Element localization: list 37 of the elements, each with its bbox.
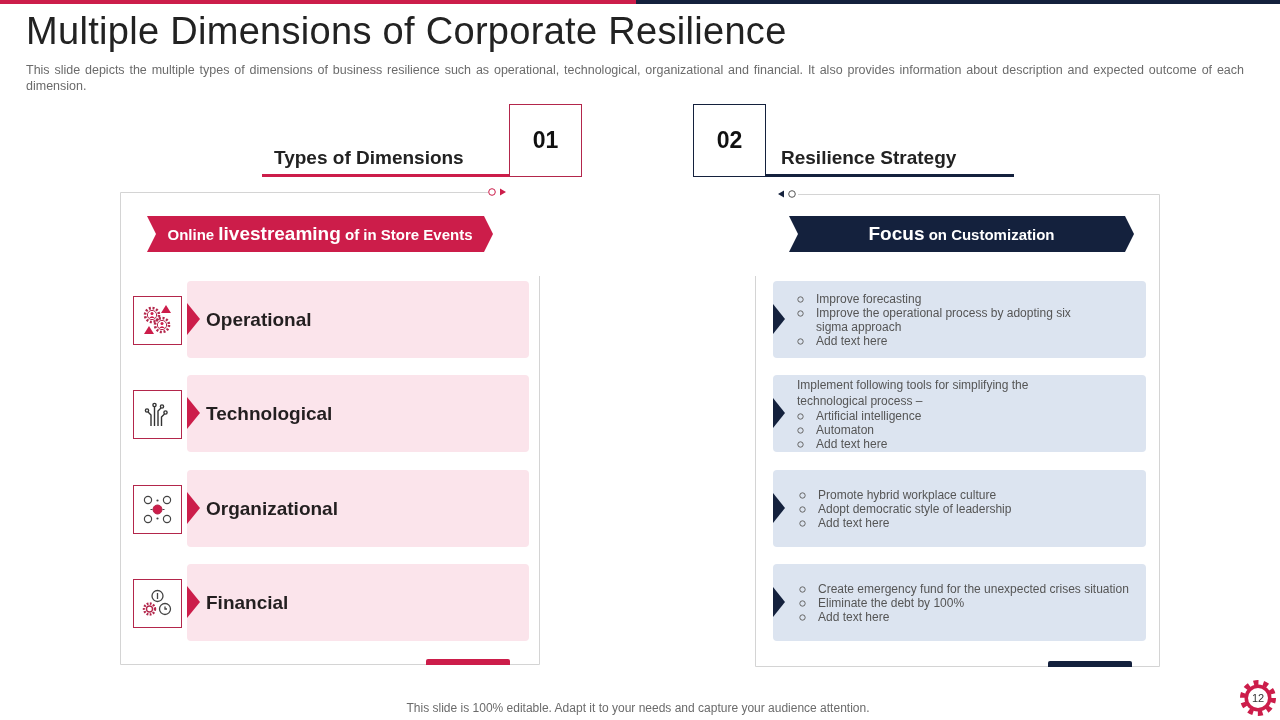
footer-note: This slide is 100% editable. Adapt it to your needs and capture your audience attention. (406, 701, 870, 715)
bullet-text: Eliminate the debt by 100% (818, 595, 965, 610)
dimension-card (187, 375, 529, 452)
bullet-text: Add text here (818, 515, 890, 530)
ribbon-banner (789, 216, 1134, 252)
section-heading: Resilience Strategy (766, 145, 1014, 177)
ribbon-banner (147, 216, 493, 252)
card-paragraph: Implement following tools for simplifying the technological process – (797, 376, 1030, 409)
dimension-card (187, 470, 529, 547)
bullet-text: Promote hybrid workplace culture (818, 487, 997, 502)
bullet-text: Create emergency fund for the unexpected crises situation (818, 581, 1129, 596)
dimension-card (187, 281, 529, 358)
bullet-text: Artificial intelligence (816, 408, 922, 423)
strategy-card (773, 375, 1146, 452)
number-box: 01 (509, 104, 582, 177)
card-title: Technological (206, 402, 333, 425)
bullet-text: Improve forecasting (816, 291, 922, 306)
page-number-gear (1240, 680, 1276, 716)
slide-title: Multiple Dimensions of Corporate Resilience (26, 9, 787, 54)
strategy-card (773, 281, 1146, 358)
bullet-text: Add text here (816, 333, 888, 348)
card-title: Operational (206, 308, 312, 331)
strategy-card (773, 564, 1146, 641)
card-title: Financial (206, 591, 289, 614)
page-number: 12 (1251, 692, 1265, 704)
bullet-text: Improve the operational process by adopting six sigma approach (816, 305, 1072, 334)
bullet-text: Automaton (816, 422, 875, 437)
card-title: Organizational (206, 497, 338, 520)
slide-description: This slide depicts the multiple types of dimensions of business resilience such as operational, technological, organizational and financial. It also provides information about description and expected outcome of each dimension. (26, 63, 1244, 93)
number-box: 02 (693, 104, 766, 177)
bullet-text: Add text here (818, 609, 890, 624)
bullet-text: Add text here (816, 436, 888, 451)
bullet-text: Adopt democratic style of leadership (818, 501, 1012, 516)
banner-text: Focus on Customization (868, 222, 1055, 246)
strategy-card (773, 470, 1146, 547)
banner-text: Online livestreaming of in Store Events (167, 222, 473, 246)
dimension-card (187, 564, 529, 641)
